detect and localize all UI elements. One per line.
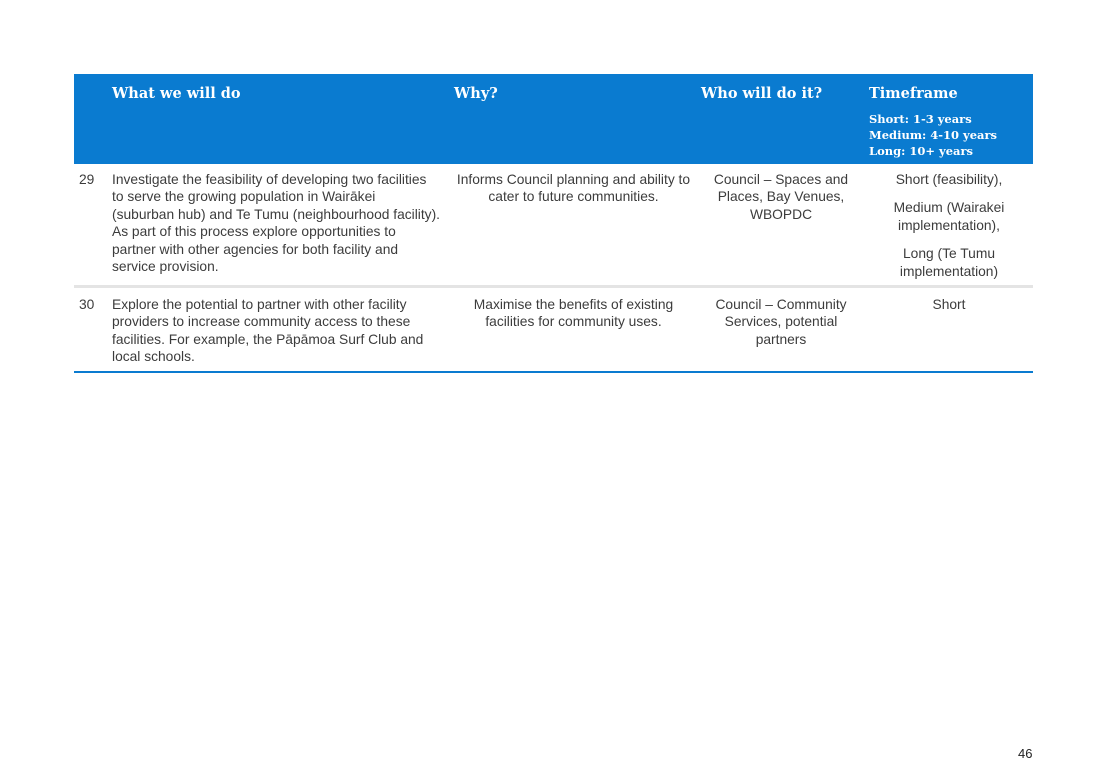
- row-what: Explore the potential to partner with ot…: [112, 297, 424, 365]
- row-what: Investigate the feasibility of developin…: [112, 172, 441, 275]
- table-header: What we will do Why? Who will do it? Tim…: [74, 74, 1033, 164]
- row-timeframe: Short (feasibility), Medium (Wairakei im…: [865, 171, 1033, 285]
- row-who: Council – Community Services, potential …: [715, 297, 847, 347]
- timeframe-legend-long: Long: 10+ years: [869, 144, 974, 158]
- header-what: What we will do: [112, 85, 241, 102]
- row-timeframe: Short: [865, 296, 1033, 371]
- row-why: Maximise the benefits of existing facili…: [473, 297, 674, 330]
- timeframe-legend-short: Short: 1-3 years: [869, 112, 972, 126]
- timeframe-legend: Short: 1-3 years Medium: 4-10 years Long…: [869, 111, 1033, 159]
- header-who-label: Who will do it?: [701, 85, 823, 102]
- action-plan-table: What we will do Why? Who will do it? Tim…: [74, 74, 1033, 373]
- row-who: Council – Spaces and Places, Bay Venues,…: [713, 172, 849, 222]
- page-number: 46: [1018, 746, 1033, 761]
- row-why: Informs Council planning and ability to …: [456, 172, 691, 205]
- row-divider: [74, 285, 1033, 288]
- timeframe-item: Medium (Wairakei implementation),: [893, 200, 1005, 233]
- header-who: Who will do it?: [697, 74, 865, 164]
- header-why: Why?: [454, 85, 498, 102]
- timeframe-item: Short: [932, 297, 966, 312]
- header-timeframe-label: Timeframe: [869, 85, 958, 102]
- header-timeframe: Timeframe Short: 1-3 years Medium: 4-10 …: [865, 74, 1033, 164]
- table-row: 29 Investigate the feasibility of develo…: [74, 164, 1033, 285]
- table-bottom-rule: [74, 371, 1033, 373]
- table-row: 30 Explore the potential to partner with…: [74, 288, 1033, 371]
- row-number: 30: [79, 297, 95, 312]
- row-number: 29: [79, 172, 95, 187]
- header-number: [74, 74, 110, 164]
- timeframe-item: Short (feasibility),: [895, 172, 1003, 187]
- timeframe-item: Long (Te Tumu implementation): [899, 246, 999, 279]
- timeframe-legend-medium: Medium: 4-10 years: [869, 128, 997, 142]
